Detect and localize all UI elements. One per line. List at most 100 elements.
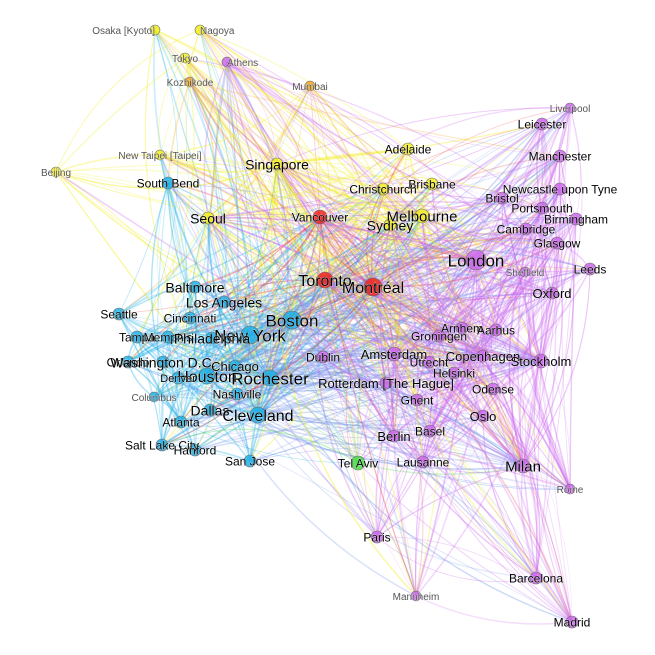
node-rotterdam[interactable] <box>379 376 393 390</box>
node-bristol[interactable] <box>495 191 509 205</box>
node-orlando[interactable] <box>121 355 135 369</box>
node-portsmouth[interactable] <box>535 201 549 215</box>
node-amsterdam[interactable] <box>386 346 402 362</box>
node-arnhem[interactable] <box>455 321 469 335</box>
node-houston[interactable] <box>198 367 216 385</box>
edge <box>540 360 571 490</box>
edge <box>127 29 179 363</box>
edge <box>511 188 561 579</box>
edge <box>206 375 537 579</box>
node-utrecht[interactable] <box>422 355 436 369</box>
edge <box>167 182 271 379</box>
label-milan: Milan <box>505 459 541 476</box>
edge <box>269 216 321 379</box>
node-cambridge[interactable] <box>519 222 533 236</box>
node-columbus[interactable] <box>148 391 160 403</box>
node-washington[interactable] <box>156 355 170 369</box>
edge <box>372 286 395 437</box>
node-london[interactable] <box>465 249 487 271</box>
node-copenhagen[interactable] <box>476 349 490 363</box>
node-oslo[interactable] <box>476 409 490 423</box>
node-cincinnati[interactable] <box>183 311 197 325</box>
node-mannheim[interactable] <box>410 590 422 602</box>
node-liverpool[interactable] <box>564 102 576 114</box>
node-south-bend[interactable] <box>161 176 175 190</box>
node-mumbai[interactable] <box>304 80 316 92</box>
node-toronto[interactable] <box>316 271 334 289</box>
node-denver[interactable] <box>171 371 185 385</box>
node-philadelphia[interactable] <box>205 331 219 345</box>
node-osaka[interactable] <box>149 24 161 36</box>
node-chicago[interactable] <box>228 359 242 373</box>
edge <box>421 123 543 217</box>
node-new-york[interactable] <box>240 325 260 345</box>
edge <box>249 259 477 336</box>
node-helsinki[interactable] <box>447 366 461 380</box>
node-vancouver[interactable] <box>312 209 328 225</box>
node-oxford[interactable] <box>545 286 559 300</box>
edge <box>159 146 278 165</box>
node-rome[interactable] <box>564 483 576 495</box>
node-cleveland[interactable] <box>249 406 267 424</box>
node-barcelona[interactable] <box>529 571 543 585</box>
node-dublin[interactable] <box>316 350 330 364</box>
node-montreal[interactable] <box>363 277 383 297</box>
node-glasgow[interactable] <box>550 236 564 250</box>
node-rochester[interactable] <box>261 369 279 387</box>
node-boston[interactable] <box>282 310 302 330</box>
node-ghent[interactable] <box>410 393 424 407</box>
node-nagoya[interactable] <box>194 24 206 36</box>
node-milan[interactable] <box>515 458 531 474</box>
node-stockholm[interactable] <box>533 353 549 369</box>
node-nashville[interactable] <box>230 387 244 401</box>
node-paris[interactable] <box>370 530 384 544</box>
node-adelaide[interactable] <box>401 142 415 156</box>
node-sydney[interactable] <box>383 218 397 232</box>
node-new-taipei[interactable] <box>154 149 166 161</box>
node-hanford[interactable] <box>188 443 202 457</box>
node-sheffield[interactable] <box>519 266 531 278</box>
node-christchurch[interactable] <box>376 182 390 196</box>
node-manchester[interactable] <box>553 149 567 163</box>
node-brisbane[interactable] <box>425 177 439 191</box>
edge <box>319 216 542 362</box>
node-beijing[interactable] <box>50 166 62 178</box>
node-san-jose[interactable] <box>243 454 257 468</box>
node-dallas[interactable] <box>203 403 217 417</box>
node-tokyo[interactable] <box>179 52 191 64</box>
node-leeds[interactable] <box>583 262 597 276</box>
edge <box>376 242 558 538</box>
node-groningen[interactable] <box>432 329 446 343</box>
node-basel[interactable] <box>423 424 437 438</box>
node-odense[interactable] <box>486 382 500 396</box>
node-melbourne[interactable] <box>414 208 430 224</box>
edge <box>407 148 524 467</box>
node-los-angeles[interactable] <box>217 295 231 309</box>
node-seattle[interactable] <box>112 307 126 321</box>
node-kozhikode[interactable] <box>184 76 196 88</box>
edge <box>55 29 201 173</box>
edge <box>291 319 418 401</box>
node-atlanta[interactable] <box>174 415 188 429</box>
node-birmingham[interactable] <box>569 212 583 226</box>
node-singapore[interactable] <box>270 157 284 171</box>
node-memphis[interactable] <box>161 330 175 344</box>
edge <box>180 188 561 423</box>
label-barcelona: Barcelona <box>509 572 563 586</box>
node-seoul[interactable] <box>201 211 215 225</box>
node-tel-aviv[interactable] <box>350 455 366 471</box>
node-salt-lake[interactable] <box>155 438 169 452</box>
node-berlin[interactable] <box>387 429 401 443</box>
node-baltimore[interactable] <box>188 280 202 294</box>
node-leicester[interactable] <box>535 117 549 131</box>
node-lausanne[interactable] <box>416 455 430 469</box>
edge <box>508 207 543 467</box>
edge <box>159 154 196 451</box>
node-athens[interactable] <box>221 56 233 68</box>
node-newcastle[interactable] <box>553 182 567 196</box>
node-madrid[interactable] <box>565 615 579 629</box>
node-tampa[interactable] <box>130 330 144 344</box>
node-aarhus[interactable] <box>489 323 503 337</box>
edge <box>55 171 477 261</box>
edge <box>421 215 484 357</box>
